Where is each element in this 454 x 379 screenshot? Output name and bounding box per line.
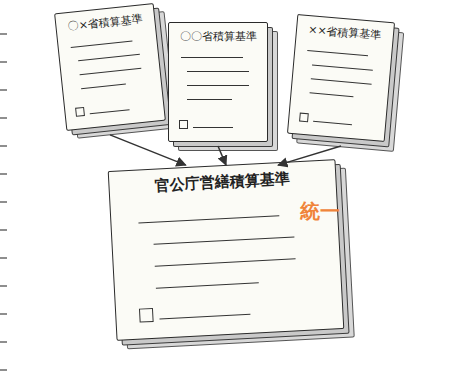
merge-arrow — [110, 135, 186, 165]
text-line — [71, 41, 133, 48]
text-line — [81, 83, 126, 89]
text-line — [181, 57, 243, 58]
text-line — [138, 215, 279, 223]
text-line — [311, 78, 372, 84]
document-title: 〇×省積算基準 — [62, 12, 149, 34]
document-sheet: 官公庁営繕積算基準 — [108, 159, 345, 341]
document-sheet: 〇×省積算基準 — [54, 3, 166, 131]
document-title: 〇〇省積算基準 — [175, 30, 261, 43]
document-title: ××省積算基準 — [303, 23, 388, 43]
document-sheet: ××省積算基準 — [287, 14, 395, 142]
rule-ticks — [0, 34, 7, 370]
text-line — [310, 92, 354, 97]
text-line — [312, 64, 373, 70]
checkbox-mark — [299, 113, 309, 123]
signature-line — [193, 127, 233, 128]
document-sheet: 〇〇省積算基準 — [168, 22, 268, 142]
merge-arrow — [278, 146, 341, 165]
checkbox-mark — [139, 308, 154, 323]
text-line — [187, 85, 249, 86]
text-line — [307, 50, 368, 56]
checkbox-mark — [179, 120, 188, 129]
text-line — [154, 236, 295, 244]
text-line — [155, 258, 296, 266]
checkbox-mark — [75, 107, 85, 117]
signature-line — [90, 109, 130, 114]
text-line — [187, 99, 232, 100]
text-line — [80, 68, 142, 75]
document-title: 官公庁営繕積算基準 — [115, 168, 330, 197]
unify-label: 統一 — [300, 198, 340, 225]
signature-line — [313, 121, 352, 125]
text-line — [156, 282, 259, 288]
merge-arrow — [218, 146, 226, 165]
text-line — [78, 54, 140, 61]
text-line — [187, 71, 249, 72]
signature-line — [159, 314, 250, 320]
